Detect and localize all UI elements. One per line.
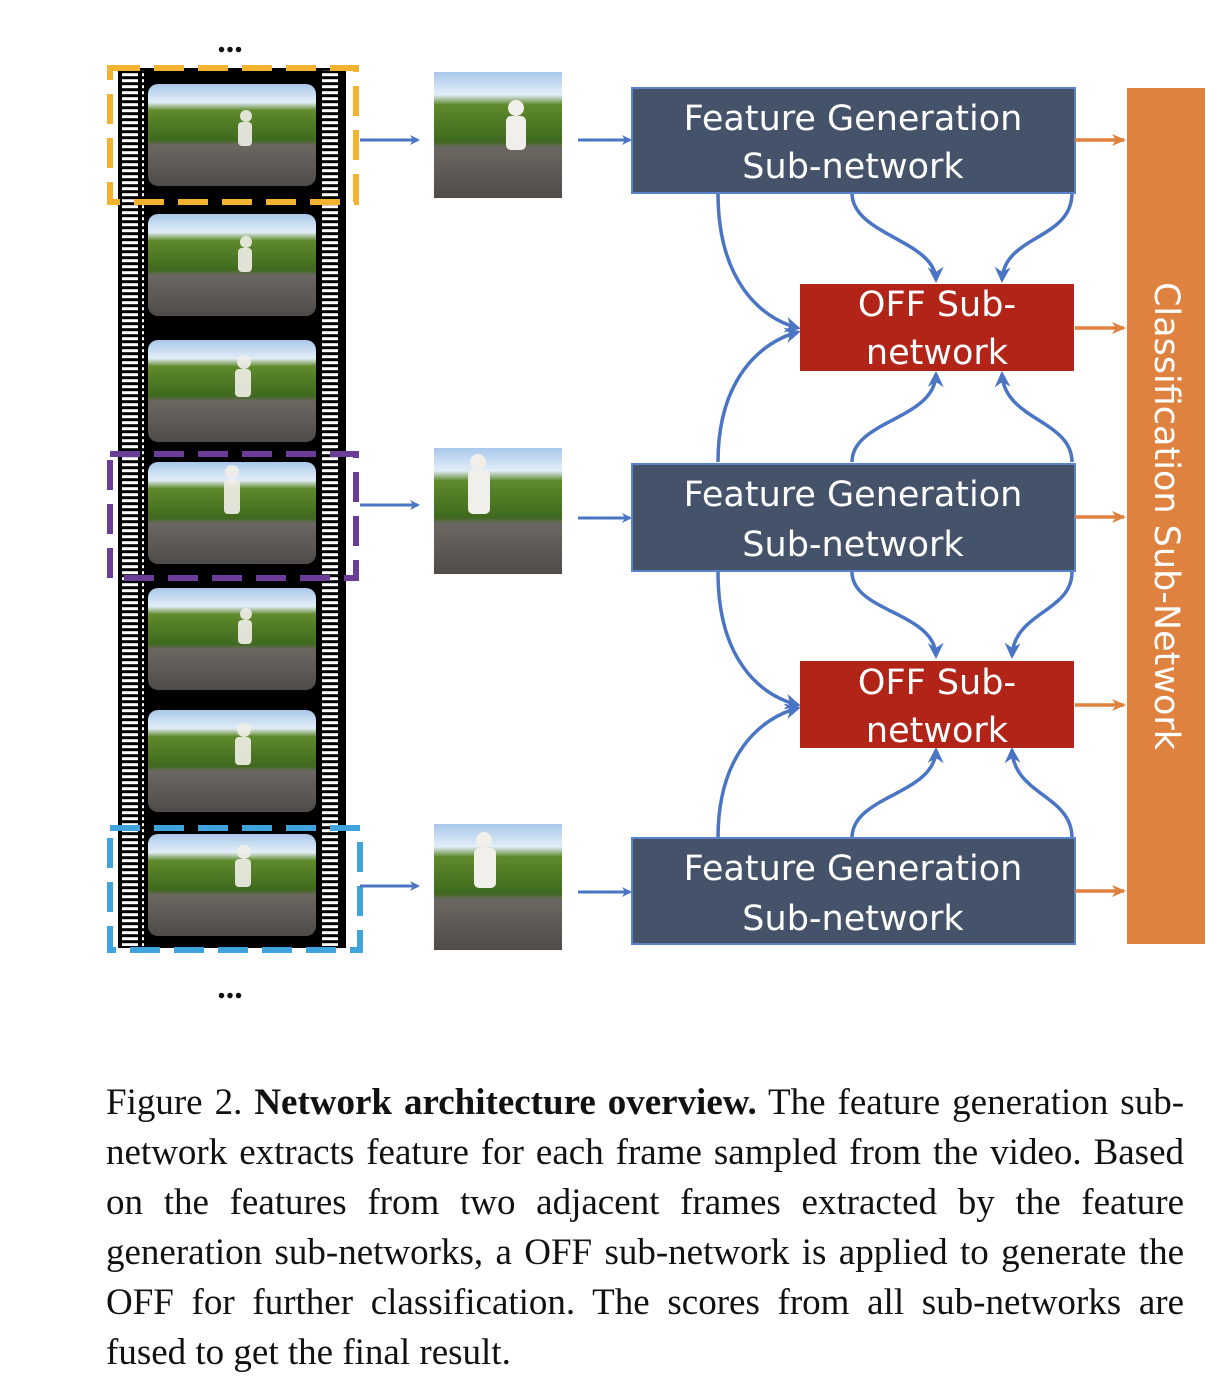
video-frame: [148, 710, 316, 812]
feature-box-3-line2: Sub-network: [742, 899, 964, 939]
feature-box-1-line1: Feature Generation: [684, 99, 1023, 139]
video-frame: [148, 84, 316, 186]
classification-subnetwork: Classification Sub-Network: [1127, 88, 1205, 944]
feature-generation-box-1: Feature Generation Sub-network: [631, 87, 1076, 194]
crop-box-purple: [107, 451, 359, 581]
cropped-frame: [434, 824, 562, 950]
film-frames: [148, 84, 316, 936]
feature-box-2-line1: Feature Generation: [684, 475, 1023, 515]
caption-title: Network architecture overview.: [254, 1082, 757, 1123]
crop-box-blue: [107, 825, 363, 953]
orange-arrows: [1075, 134, 1126, 897]
ellipsis-bottom: ...: [217, 969, 243, 1006]
off-box-2-line1: OFF Sub-: [858, 663, 1016, 703]
feature-to-off-arrows: [716, 192, 1074, 839]
ellipsis-top: ...: [217, 23, 243, 60]
cropped-frame: [434, 72, 562, 198]
feature-generation-box-2: Feature Generation Sub-network: [631, 463, 1076, 572]
figure-caption: Figure 2. Network architecture overview.…: [106, 1078, 1184, 1378]
cropped-frame: [434, 448, 562, 574]
video-frame: [148, 588, 316, 690]
caption-label: Figure 2.: [106, 1082, 243, 1123]
video-frame: [148, 214, 316, 316]
crop-box-yellow: [107, 65, 359, 205]
feature-box-1-line2: Sub-network: [742, 147, 964, 187]
off-subnetwork-box-2: OFF Sub- network: [800, 661, 1074, 751]
classification-label: Classification Sub-Network: [1146, 282, 1186, 751]
off-subnetwork-box-1: OFF Sub- network: [800, 284, 1074, 373]
architecture-diagram: ... ...: [107, 23, 1205, 1006]
video-frame: [148, 340, 316, 442]
off-box-2-line2: network: [866, 711, 1009, 751]
caption-text: The feature generation sub-network extra…: [106, 1082, 1185, 1373]
video-frame: [148, 834, 316, 936]
off-box-1-line2: network: [866, 333, 1009, 373]
off-box-1-line1: OFF Sub-: [858, 285, 1016, 325]
feature-box-3-line1: Feature Generation: [684, 849, 1023, 889]
feature-generation-box-3: Feature Generation Sub-network: [631, 837, 1076, 945]
cropped-frames: [434, 72, 562, 950]
feature-box-2-line2: Sub-network: [742, 525, 964, 565]
film-strip: [118, 68, 346, 948]
